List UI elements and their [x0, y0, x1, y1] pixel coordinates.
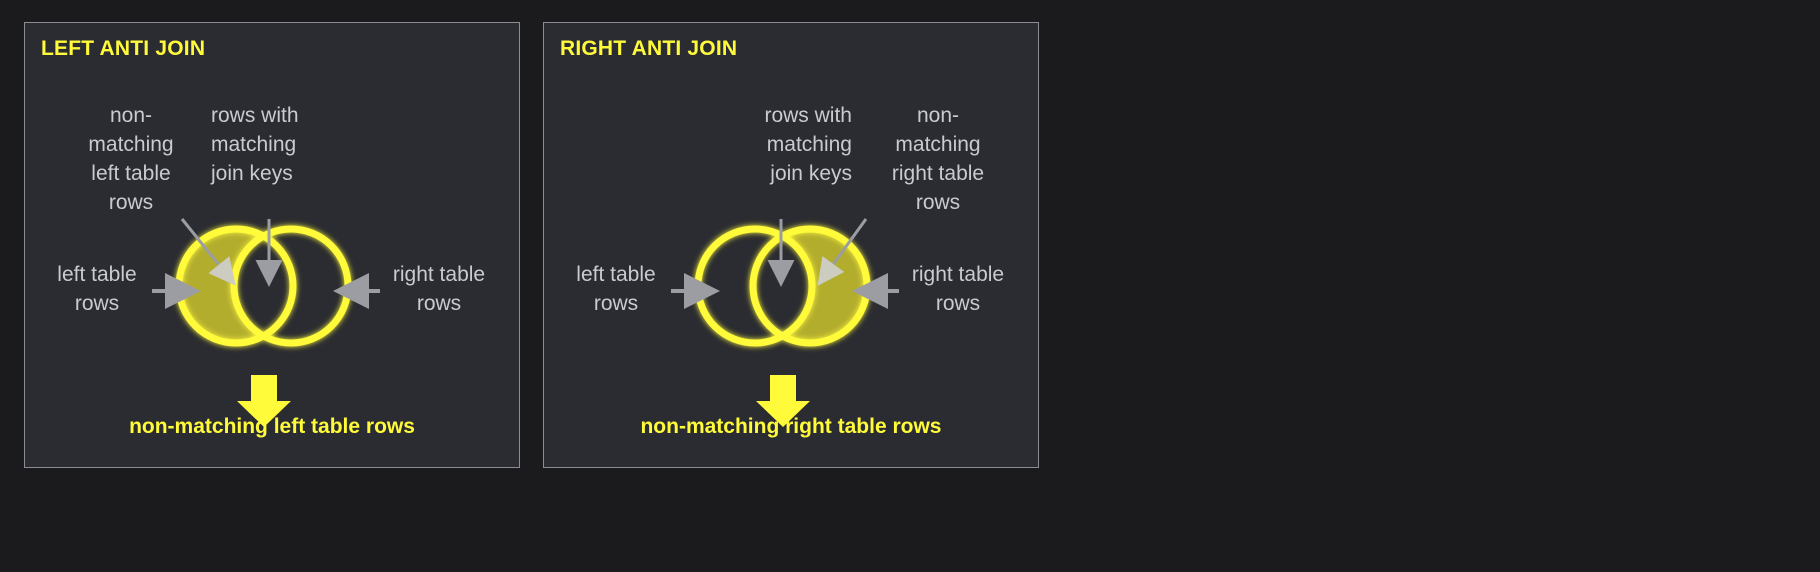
venn-diagram-right-anti-join: [692, 223, 892, 383]
label-non-matching-right-table-rows: non- matching right table rows: [891, 104, 985, 214]
caption-right-anti-join: non-matching right table rows: [640, 415, 942, 438]
label-rows-with-matching-join-keys: rows with matching join keys: [211, 104, 299, 185]
panel-left-anti-join: LEFT ANTI JOIN non- matching left table …: [24, 22, 520, 468]
venn-fill-right-only: [753, 229, 867, 343]
label-non-matching-left-table-rows: non- matching left table rows: [88, 104, 174, 214]
label-right-table-rows: right table rows: [392, 263, 486, 315]
caption-left-anti-join: non-matching left table rows: [129, 415, 415, 438]
venn-diagram-left-anti-join: [173, 223, 373, 383]
panel-right-anti-join: RIGHT ANTI JOIN rows with matching join …: [543, 22, 1039, 468]
panel-title-left: LEFT ANTI JOIN: [41, 37, 206, 60]
panel-title-right: RIGHT ANTI JOIN: [560, 37, 738, 60]
label-left-table-rows: left table rows: [57, 263, 137, 315]
venn-fill-left-only: [179, 229, 293, 343]
label-left-table-rows: left table rows: [576, 263, 656, 315]
label-right-table-rows: right table rows: [911, 263, 1005, 315]
label-rows-with-matching-join-keys: rows with matching join keys: [764, 104, 852, 185]
